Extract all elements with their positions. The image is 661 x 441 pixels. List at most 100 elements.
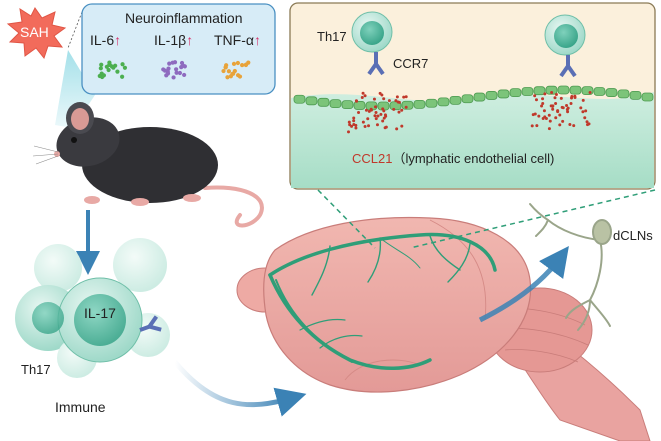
ccl21-dot [553,96,557,100]
meningeal-lymphatic-vessels [268,232,497,370]
endothelial-cell [293,94,306,104]
brain-illustration [236,216,651,441]
cytokine-dot [104,64,109,69]
cytokine-dot [232,68,237,74]
ccl21-dot [400,124,404,128]
ccl21-dot [375,123,379,127]
cytokine-il1b: IL-1β↑ [154,32,193,48]
dclns-label: dCLNs [613,228,653,243]
endothelial-cell [473,92,486,102]
ccl21-dot [357,110,361,114]
inset-th17-label: Th17 [317,29,347,44]
cytokine-il6-name: IL-6 [90,32,115,48]
cytokine-dot [106,67,111,73]
cytokine-dot [225,75,230,80]
ccl21-dot [579,106,583,110]
ccl21-dot [374,117,378,121]
ccl21-dot [384,125,388,129]
ccl21-dot [586,123,590,127]
inset-connector-left [317,189,376,249]
endothelial-cell [425,98,438,108]
cytokine-tnfa-name: TNF-α [214,32,254,48]
endothelial-cell [329,99,342,109]
cytokine-dot [107,60,112,65]
cytokine-dot [179,65,184,70]
up-arrow-icon: ↑ [186,32,194,48]
endothelial-cell [509,88,522,98]
cytokine-dot [171,75,176,80]
ccl21-dot [566,106,570,110]
ccl21-dot [382,97,386,101]
ccl21-dot [397,100,401,104]
immune-caption: Immune [55,399,106,415]
cytokine-dot [161,67,166,72]
cytokine-dot [165,71,171,76]
cytokine-dot [98,66,103,71]
ccl21-dot [572,124,576,128]
ccl21-dot [533,94,537,98]
cytokine-dot [231,61,237,66]
ccl21-dot [558,123,562,127]
ccl21-dot [367,124,371,128]
cytokine-dot [177,70,183,76]
ccl21-dot [374,110,378,114]
immune-cell-cluster [15,238,170,378]
endothelial-cell-label: （lymphatic endothelial cell) [392,151,555,166]
ccl21-dot [372,97,376,101]
endothelial-cell [557,85,570,95]
cytokine-dot [166,66,171,71]
cytokine-dot [120,62,125,67]
endothelial-cell [629,90,642,100]
ccl21-dot [381,119,385,123]
cytokine-dot [122,65,128,70]
ccl21-dot [352,116,356,120]
ccl21-dot [352,119,356,123]
cytokine-dot [174,70,179,75]
cytokine-dot [115,69,120,74]
ccl21-dot [547,113,551,117]
ccl21-dot [537,114,541,118]
immune-th17-label: Th17 [21,362,51,377]
ccl21-dot [568,123,572,127]
ccl21-dot [373,105,377,109]
endothelial-cell [341,100,354,110]
cytokine-dot [120,74,125,79]
ccl21-dot [404,95,408,99]
cytokine-dot [97,73,102,79]
ccr7-label: CCR7 [393,56,429,71]
il17-label: IL-17 [84,305,116,321]
cytokine-dot [221,68,226,74]
endothelial-cell [449,95,462,105]
endothelial-cell [305,96,318,106]
ccl21-dot [584,109,588,113]
ccl21-dot [395,95,399,99]
ccl21-dot [541,97,545,101]
endothelial-cell [485,91,498,100]
ccl21-dot [367,109,371,113]
ccl21-dot [369,107,373,111]
cytokine-dot [237,74,243,79]
ccl21-dot [543,92,547,96]
cytokine-il1b-name: IL-1β [154,32,187,48]
ccl21-dot [559,96,563,100]
ccl21-dot [560,105,564,109]
ccl21-dot [364,108,368,112]
endothelial-cell [317,97,330,107]
panel-connector-line [67,11,83,49]
cytokine-dot [228,74,233,79]
endothelial-cell [353,101,366,110]
ccl21-dot [542,109,546,113]
ccl21-caption: CCL21（lymphatic endothelial cell) [352,148,554,167]
ccl21-label: CCL21 [352,151,393,166]
cytokine-dot-clusters [97,60,251,80]
endothelial-cell [581,86,594,96]
endothelial-cell [413,99,426,109]
ccl21-dot [404,105,408,109]
ccl21-dot [382,116,386,120]
cytokine-dot [182,64,187,69]
ccl21-dot [354,126,358,130]
ccl21-dot [530,124,534,128]
ccl21-dot [554,92,558,96]
ccl21-dot [397,110,401,114]
ccr7-receptor-left [367,52,385,76]
